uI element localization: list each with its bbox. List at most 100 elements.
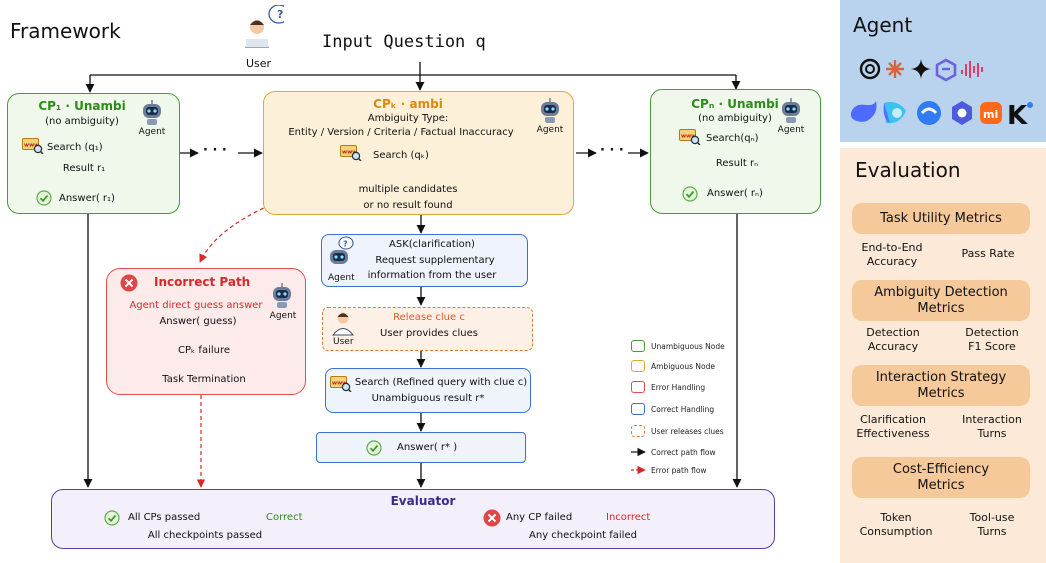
incorrect-termination: Task Termination — [162, 374, 246, 385]
legend-swatch-unambiguous — [631, 340, 645, 352]
agent-panel-title: Agent — [853, 13, 913, 37]
check-icon — [104, 510, 120, 526]
evaluator-pass-result: Correct — [266, 512, 303, 523]
agent-icons-row-2: mi K — [848, 97, 1034, 131]
cpk-ambiguity-types: Entity / Version / Criteria / Factual In… — [288, 127, 514, 138]
cp1-result: Result r₁ — [62, 163, 106, 174]
metric-token-consumption: Token Consumption — [860, 511, 933, 539]
evaluator-pass-sub: All checkpoints passed — [147, 530, 263, 541]
input-distribution-lines — [85, 62, 741, 93]
cp1-answer: Answer( r₁) — [59, 193, 115, 204]
metric-label: Pass Rate — [961, 247, 1015, 260]
metric-label: Token Consumption — [859, 511, 933, 538]
metric-label: Clarification Effectiveness — [856, 413, 930, 440]
framework-title: Framework — [10, 19, 121, 43]
cpn-answer: Answer( rₙ) — [707, 188, 763, 199]
user-avatar-icon: ? — [244, 4, 290, 57]
metric-group-task-utility: Task Utility Metrics — [852, 203, 1030, 234]
ask-line3: information from the user — [367, 270, 497, 281]
cp1-agent-label: Agent — [138, 127, 166, 137]
metric-group-ambiguity-detection: Ambiguity Detection Metrics — [852, 280, 1030, 321]
ask-line1: ASK(clarification) — [389, 239, 475, 250]
metric-label: Interaction Turns — [962, 413, 1022, 440]
release-user-label: User — [333, 337, 354, 347]
svg-text:www: www — [332, 381, 347, 387]
incorrect-failure: CPₖ failure — [177, 345, 231, 356]
cpk-node — [263, 91, 574, 215]
deepseek-icon — [850, 101, 877, 122]
claude-icon — [886, 60, 904, 78]
metric-group-cost-efficiency: Cost-Efficiency Metrics — [852, 457, 1030, 498]
legend-label: Correct Handling — [651, 405, 715, 414]
qwen-icon — [917, 101, 941, 125]
metric-detection-accuracy: Detection Accuracy — [866, 326, 919, 354]
openai-icon — [859, 58, 881, 80]
to-evaluator-lines — [83, 214, 742, 488]
ask-line2: Request supplementary — [375, 255, 495, 266]
agent-robot-icon — [268, 281, 296, 309]
release-clue-node — [322, 307, 533, 351]
evaluator-pass-label: All CPs passed — [128, 512, 201, 523]
refined-search-node — [325, 368, 531, 413]
metric-end-to-end-accuracy: End-to-End Accuracy — [862, 241, 923, 269]
check-icon — [682, 186, 698, 202]
sequence-dots-right: · · · — [600, 143, 624, 158]
legend-arrow-samples — [631, 447, 646, 475]
error-x-icon — [483, 509, 501, 527]
minimax-icon — [961, 61, 983, 78]
svg-text:mi: mi — [983, 108, 998, 121]
legend-swatch-ambiguous — [631, 360, 645, 372]
refined-line2: Unambiguous result r* — [371, 393, 485, 404]
incorrect-title: Incorrect Path — [154, 275, 251, 289]
user-label: User — [246, 57, 272, 70]
agent-robot-icon — [777, 96, 805, 124]
evaluator-title: Evaluator — [390, 494, 456, 508]
legend-label: Unambiguous Node — [651, 342, 725, 351]
error-x-icon — [120, 274, 138, 292]
metric-tool-use-turns: Tool-use Turns — [970, 511, 1015, 539]
cpn-agent-label: Agent — [777, 125, 805, 135]
svg-text:K: K — [1007, 101, 1028, 129]
kimi-k-icon: K — [1007, 101, 1033, 131]
svg-text:www: www — [681, 134, 696, 140]
xiaomi-mi-icon: mi — [980, 102, 1002, 124]
metric-interaction-turns: Interaction Turns — [962, 413, 1022, 441]
web-search-icon: www — [22, 138, 44, 155]
cpk-outcome-1: multiple candidates — [358, 184, 458, 195]
svg-text:?: ? — [343, 240, 348, 249]
metric-group-title: Interaction Strategy Metrics — [875, 369, 1007, 401]
agent-question-icon: ? — [326, 236, 356, 272]
metric-group-title: Cost-Efficiency Metrics — [892, 461, 990, 493]
cpk-agent-label: Agent — [536, 125, 564, 135]
web-search-icon: www — [340, 145, 362, 162]
agent-icons-row-1 — [858, 56, 1028, 82]
incorrect-line2: Answer( guess) — [159, 316, 237, 327]
legend: Unambiguous Node Ambiguous Node Error Ha… — [628, 340, 748, 480]
sequence-dots-left: · · · — [203, 143, 227, 158]
cpn-subtitle: (no ambiguity) — [698, 113, 772, 124]
evaluator-node — [51, 489, 775, 549]
metric-detection-f1: Detection F1 Score — [965, 326, 1018, 354]
final-answer-text: Answer( r* ) — [397, 442, 458, 453]
cpk-ambiguity-label: Ambiguity Type: — [367, 113, 449, 124]
incorrect-line1: Agent direct guess answer — [129, 300, 263, 311]
input-question: Input Question q — [322, 32, 486, 52]
metric-label: Tool-use Turns — [969, 511, 1015, 538]
agent-robot-icon — [138, 98, 166, 126]
incorrect-agent-label: Agent — [269, 311, 297, 321]
legend-label: Correct path flow — [651, 448, 716, 457]
check-icon — [36, 190, 52, 206]
svg-text:www: www — [24, 143, 39, 149]
cpn-title: CPₙ · Unambi — [691, 97, 779, 111]
cpk-search: Search (qₖ) — [373, 150, 429, 161]
legend-swatch-clue — [631, 425, 645, 437]
metric-label: Detection F1 Score — [965, 326, 1019, 353]
legend-label: Error Handling — [651, 383, 706, 392]
legend-swatch-correct — [631, 403, 645, 415]
legend-label: Error path flow — [651, 466, 707, 475]
ask-clarification-node — [321, 234, 528, 287]
web-search-icon: www — [679, 129, 701, 146]
refined-line1: Search (Refined query with clue c) — [354, 377, 528, 388]
evaluator-fail-result: Incorrect — [606, 512, 651, 523]
